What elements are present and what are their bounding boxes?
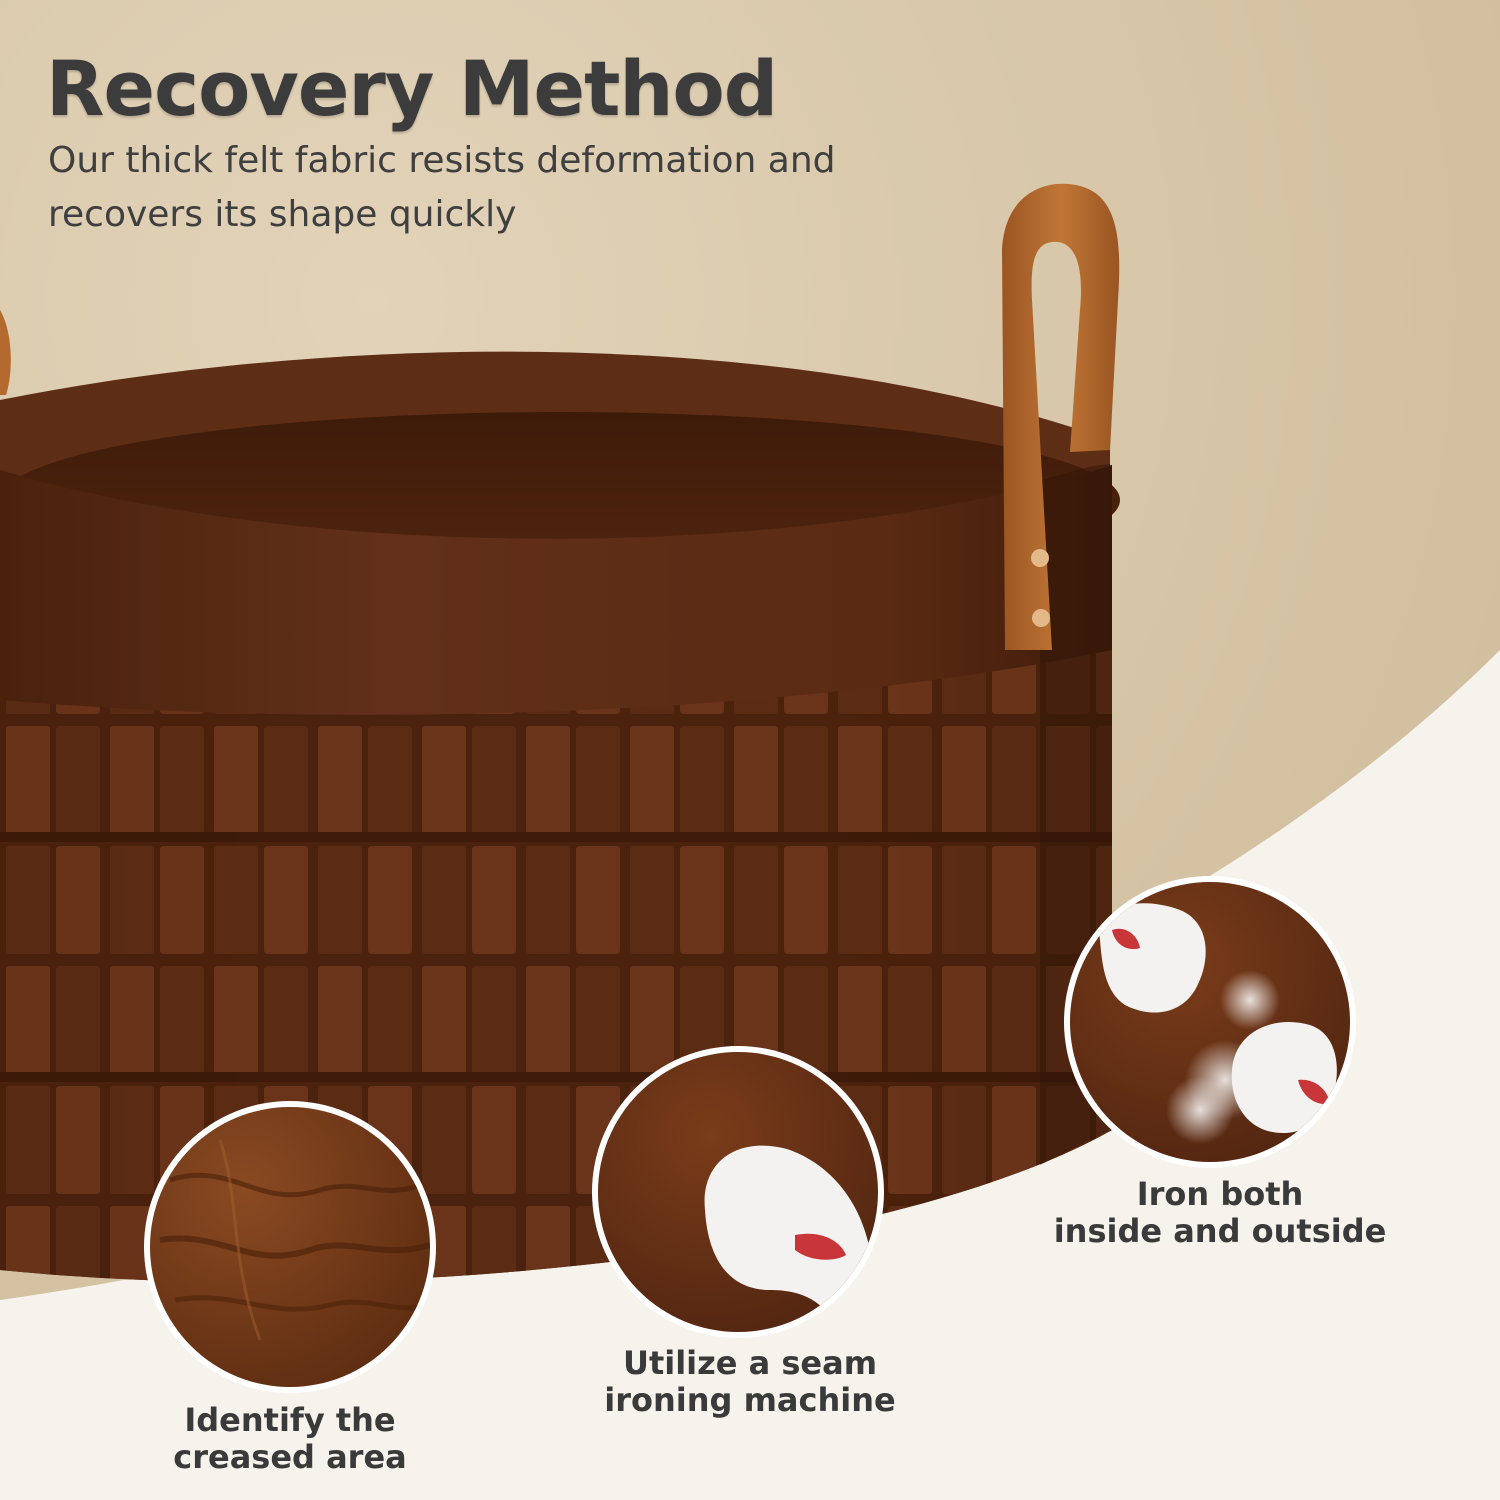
rivet-icon bbox=[1032, 609, 1050, 627]
caption-line: Utilize a seam bbox=[622, 1344, 878, 1382]
crease-detail-circle bbox=[144, 1101, 436, 1393]
caption-line: ironing machine bbox=[604, 1381, 896, 1419]
step-caption-seam-iron: Utilize a seam ironing machine bbox=[570, 1345, 930, 1419]
caption-line: Iron both bbox=[1136, 1175, 1304, 1213]
steam-iron-icon bbox=[704, 1145, 878, 1332]
page-title: Recovery Method bbox=[46, 44, 778, 133]
caption-line: inside and outside bbox=[1053, 1212, 1387, 1250]
caption-line: Identify the bbox=[184, 1401, 396, 1439]
page-subtitle: Our thick felt fabric resists deformatio… bbox=[48, 140, 836, 235]
ironing-detail-circle bbox=[592, 1046, 884, 1338]
basket-left-handle bbox=[0, 310, 11, 395]
rivet-icon bbox=[1031, 549, 1049, 567]
step-caption-iron-both: Iron both inside and outside bbox=[1030, 1176, 1410, 1250]
caption-line: creased area bbox=[173, 1438, 407, 1476]
basket-right-handle bbox=[1002, 183, 1120, 650]
steam-iron-icon bbox=[1099, 903, 1206, 1013]
steam-iron-icon bbox=[1231, 1022, 1337, 1134]
step-caption-identify: Identify the creased area bbox=[140, 1402, 440, 1476]
inside-outside-detail-circle bbox=[1064, 876, 1356, 1168]
